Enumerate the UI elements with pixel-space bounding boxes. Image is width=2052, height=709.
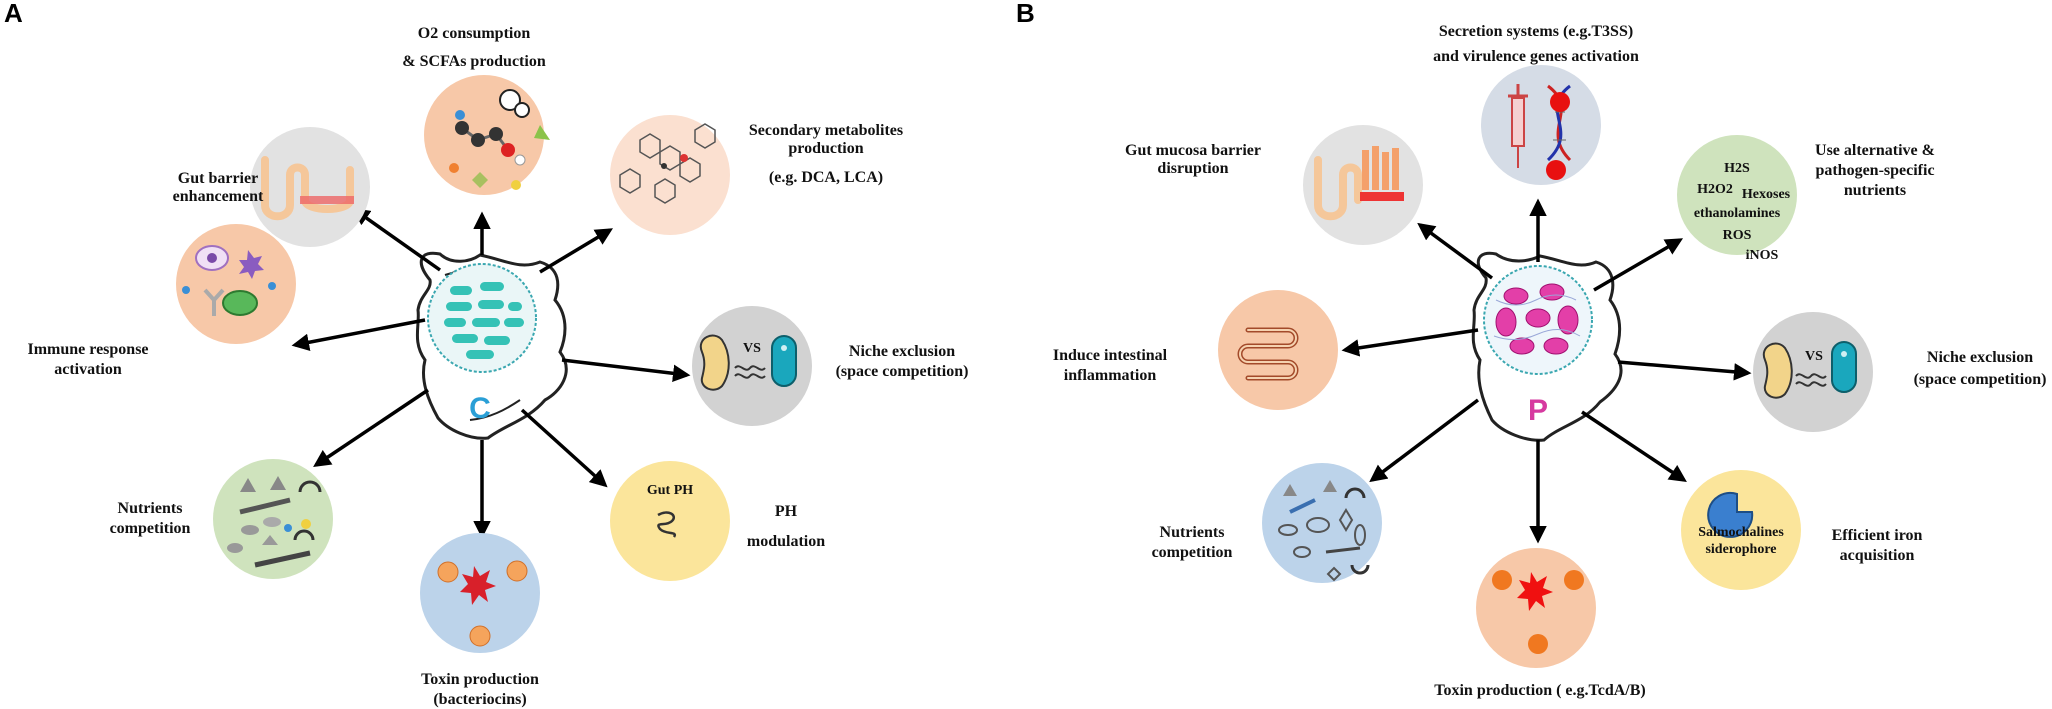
pathogen-bacterium-icon-b	[1831, 341, 1857, 393]
gut-ph-node: Gut PH	[610, 461, 730, 581]
secretion-label-line1: Secretion systems (e.g.T3SS)	[1439, 23, 1633, 40]
ethanolamines-text: ethanolamines	[1694, 206, 1781, 221]
toxin-burst-icon	[460, 566, 496, 605]
nutrients-a-label-line1: Nutrients	[118, 500, 183, 517]
ph-label-line1: PH	[775, 503, 798, 520]
nutrients-b-node	[1262, 463, 1382, 583]
niche-a-label-line1: Niche exclusion	[849, 343, 955, 360]
nutrients-b-label-line2: competition	[1152, 544, 1233, 561]
commensal-letter: C	[469, 392, 491, 425]
iron-label-line2: acquisition	[1840, 547, 1915, 564]
iron-node: Salmochalines siderophore	[1681, 470, 1801, 590]
pathogen-core: P	[1471, 251, 1623, 442]
gut-barrier-line2: enhancement	[173, 188, 264, 205]
niche-a-node: VS	[692, 306, 812, 426]
secretion-label-line2: and virulence genes activation	[1433, 48, 1639, 65]
mucosa-label-line2: disruption	[1157, 160, 1228, 177]
secondary-metabolites-circle	[610, 115, 730, 235]
niche-b-node: VS	[1753, 312, 1873, 432]
niche-b-label-line1: Niche exclusion	[1927, 349, 2033, 366]
o2-label-line2: & SCFAs production	[402, 53, 546, 70]
panel-b-letter: B	[1016, 0, 1035, 28]
mucosa-label-line1: Gut mucosa barrier	[1125, 142, 1261, 159]
panel-a-arrows	[291, 207, 691, 539]
secondary-metabolites-node	[610, 115, 730, 235]
worm-icon	[734, 365, 766, 379]
o2-label-line1: O2 consumption	[418, 25, 531, 42]
dendritic-cell-icon	[239, 250, 264, 279]
h2s-text: H2S	[1724, 161, 1750, 176]
toxin-a-label-line2: (bacteriocins)	[433, 691, 526, 708]
pathogen-letter: P	[1528, 394, 1548, 427]
inflammation-circle	[1218, 290, 1338, 410]
alt-label-line2: pathogen-specific	[1815, 162, 1934, 179]
immune-circle	[176, 224, 296, 344]
gut-ph-inner-text: Gut PH	[647, 483, 693, 498]
siderophore-icon	[1707, 491, 1754, 538]
inos-text: iNOS	[1746, 248, 1779, 263]
niche-a-label-line2: (space competition)	[836, 363, 969, 380]
inflammation-node	[1218, 290, 1338, 410]
intestine-icon	[657, 511, 677, 538]
gut-barrier-line1: Gut barrier	[178, 170, 258, 187]
worm-icon-b	[1795, 373, 1827, 387]
nutrients-b-label-line1: Nutrients	[1160, 524, 1225, 541]
molecule-icon	[449, 89, 550, 190]
secretion-circle	[1481, 65, 1601, 185]
toxin-a-label-line1: Toxin production	[421, 671, 539, 688]
inflammation-label-line1: Induce intestinal	[1053, 347, 1168, 364]
gut-barrier-node	[250, 127, 370, 247]
macrophage-icon	[222, 290, 258, 316]
alt-nutrients-node: H2S H2O2 Hexoses ethanolamines ROS iNOS	[1677, 135, 1797, 263]
pathogen-bacterium-icon	[771, 335, 797, 387]
siderophore-text: siderophore	[1705, 542, 1776, 557]
nutrients-b-circle	[1262, 463, 1382, 583]
nutrients-a-label-line2: competition	[110, 520, 191, 537]
alt-label-line1: Use alternative &	[1815, 142, 1935, 159]
iron-label-line1: Efficient iron	[1832, 527, 1923, 544]
secondary-label-line2: production	[788, 140, 863, 157]
panel-b-arrows	[1341, 198, 1752, 544]
toxin-burst-icon-b	[1517, 572, 1553, 611]
panel-a: A C	[4, 0, 968, 708]
syringe-icon	[1508, 84, 1528, 168]
hexoses-text: Hexoses	[1742, 187, 1791, 202]
dna-icon	[1546, 84, 1572, 180]
nutrient-particles-icon-b	[1278, 480, 1370, 582]
toxin-b-label: Toxin production ( e.g.TcdA/B)	[1434, 682, 1645, 699]
immune-label-line1: Immune response	[27, 341, 148, 358]
nutrients-a-node	[213, 459, 333, 579]
damaged-villi-icon	[1314, 156, 1362, 221]
secretion-node	[1481, 65, 1601, 185]
inflammation-label-line2: inflammation	[1064, 367, 1157, 384]
bile-acid-icon	[619, 123, 716, 204]
secondary-label-line3: (e.g. DCA, LCA)	[769, 169, 883, 186]
commensal-core: C	[415, 251, 568, 440]
toxin-b-node	[1476, 548, 1596, 668]
ph-label-line2: modulation	[747, 533, 825, 550]
mucosa-node	[1303, 125, 1423, 245]
immune-node	[176, 224, 296, 344]
panel-b: B P	[1016, 0, 2046, 699]
o2-bubble-icon	[499, 89, 521, 111]
o2-scfa-node	[424, 75, 550, 195]
alt-nutrients-circle	[1677, 135, 1797, 255]
nutrient-particles-icon	[227, 476, 322, 568]
toxin-a-node	[420, 533, 540, 653]
salmochalines-text: Salmochalines	[1698, 525, 1784, 540]
niche-b-label-line2: (space competition)	[1914, 371, 2047, 388]
immune-label-line2: activation	[54, 361, 122, 378]
commensal-bacterium-icon-b	[1762, 342, 1793, 399]
villi-icon	[261, 156, 354, 221]
panel-a-letter: A	[4, 0, 23, 28]
h2o2-text: H2O2	[1697, 182, 1733, 197]
ros-text: ROS	[1723, 228, 1752, 243]
alt-label-line3: nutrients	[1844, 182, 1906, 199]
secondary-label-line1: Secondary metabolites	[749, 122, 903, 139]
commensal-bacterium-icon	[699, 334, 730, 391]
vs-text-b: VS	[1805, 349, 1823, 364]
antibody-icon	[203, 288, 225, 316]
vs-text-a: VS	[743, 341, 761, 356]
